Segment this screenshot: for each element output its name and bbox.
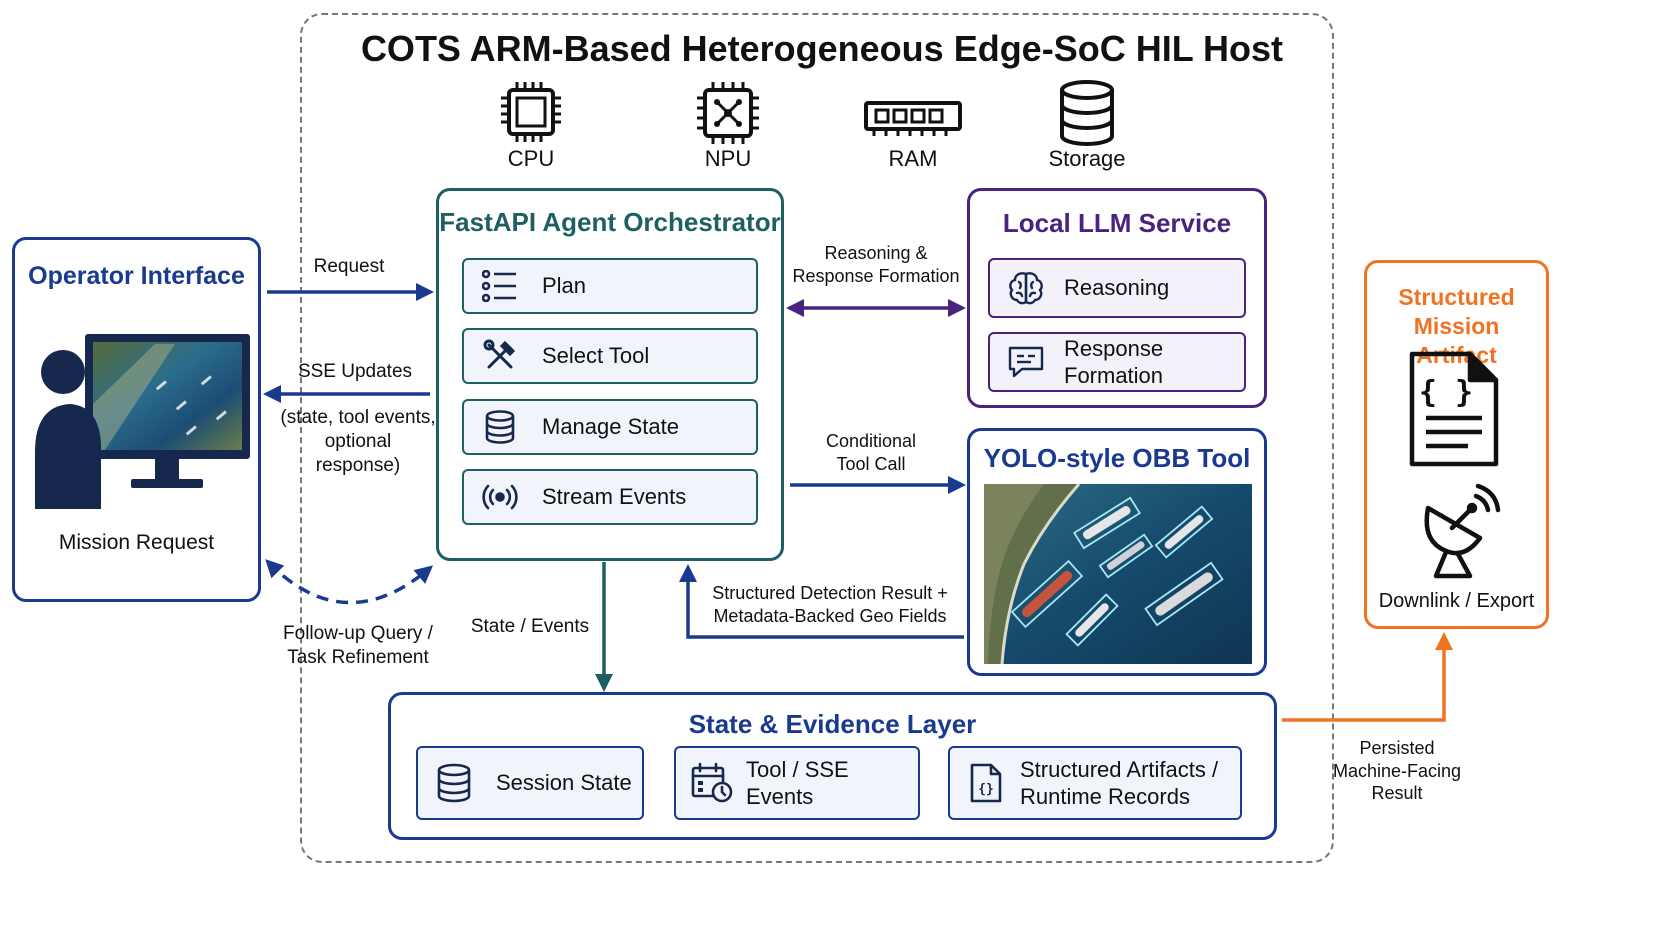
evidence-item-label: Tool / SSE Events [746, 756, 849, 810]
hardware-label-storage: Storage [1048, 146, 1126, 171]
json-document-icon: { } [1408, 350, 1500, 468]
svg-text:{ }: { } [1419, 375, 1473, 410]
evidence-item-structured-artifacts: {} Structured Artifacts / Runtime Record… [948, 746, 1242, 820]
llm-item-response-formation: Response Formation [988, 332, 1246, 392]
state-evidence-title: State & Evidence Layer [688, 709, 977, 739]
host-title: COTS ARM-Based Heterogeneous Edge-SoC HI… [360, 28, 1284, 69]
llm-item-label: Response Formation [1064, 335, 1164, 389]
edge-label-persisted: Persisted Machine-Facing Result [1332, 738, 1462, 803]
evidence-item-session-state: Session State [416, 746, 644, 820]
edge-label-request: Request [313, 256, 385, 277]
orchestrator-item-label: Manage State [542, 414, 679, 440]
orchestrator-item-label: Stream Events [542, 484, 687, 510]
brain-icon [1004, 270, 1048, 306]
orchestrator-title: FastAPI Agent Orchestrator [439, 207, 781, 237]
downlink-export-caption: Downlink / Export [1378, 590, 1535, 612]
edge-label-sse-updates: SSE Updates [297, 361, 413, 382]
edge-label-state-events: State / Events [470, 616, 590, 637]
cpu-chip-icon [499, 80, 563, 144]
evidence-item-label: Structured Artifacts / Runtime Records [1020, 756, 1219, 810]
tools-icon [478, 338, 522, 374]
list-icon [478, 268, 522, 304]
satellite-dish-icon [1418, 480, 1504, 580]
database-icon [432, 763, 476, 803]
edge-label-reasoning: Reasoning & Response Formation [792, 243, 960, 286]
evidence-item-tool-sse-events: Tool / SSE Events [674, 746, 920, 820]
orchestrator-item-manage-state: Manage State [462, 399, 758, 455]
edge-label-detection: Structured Detection Result + Metadata-B… [712, 583, 948, 626]
llm-item-reasoning: Reasoning [988, 258, 1246, 318]
operator-interface-box: Operator Interface [12, 237, 261, 602]
host-boundary [300, 13, 1334, 863]
database-icon [478, 409, 522, 445]
yolo-tool-title: YOLO-style OBB Tool [983, 443, 1251, 473]
calendar-clock-icon [690, 762, 734, 803]
detection-image [984, 483, 1252, 665]
hardware-label-ram: RAM [888, 146, 938, 171]
operator-at-monitor-icon [35, 334, 255, 514]
json-file-icon: {} [964, 763, 1008, 803]
hardware-label-npu: NPU [704, 146, 752, 171]
broadcast-icon [478, 479, 522, 515]
orchestrator-item-select-tool: Select Tool [462, 328, 758, 384]
orchestrator-item-plan: Plan [462, 258, 758, 314]
evidence-item-label: Session State [496, 770, 632, 796]
edge-label-sse-detail: (state, tool events, optional response) [280, 407, 436, 476]
edge-label-conditional: Conditional Tool Call [825, 431, 917, 474]
edge-label-followup: Follow-up Query / Task Refinement [283, 623, 433, 668]
local-llm-title: Local LLM Service [1002, 208, 1232, 238]
storage-database-icon [1058, 80, 1116, 146]
ram-module-icon [864, 100, 962, 138]
chat-bubble-icon [1004, 344, 1048, 380]
orchestrator-item-label: Plan [542, 273, 587, 299]
mission-request-caption: Mission Request [58, 531, 215, 554]
operator-interface-title: Operator Interface [28, 262, 245, 290]
npu-chip-icon [695, 80, 761, 146]
svg-text:{}: {} [978, 782, 994, 797]
orchestrator-item-stream-events: Stream Events [462, 469, 758, 525]
orchestrator-item-label: Select Tool [542, 343, 650, 369]
llm-item-label: Reasoning [1064, 275, 1170, 301]
hardware-label-cpu: CPU [507, 146, 555, 171]
